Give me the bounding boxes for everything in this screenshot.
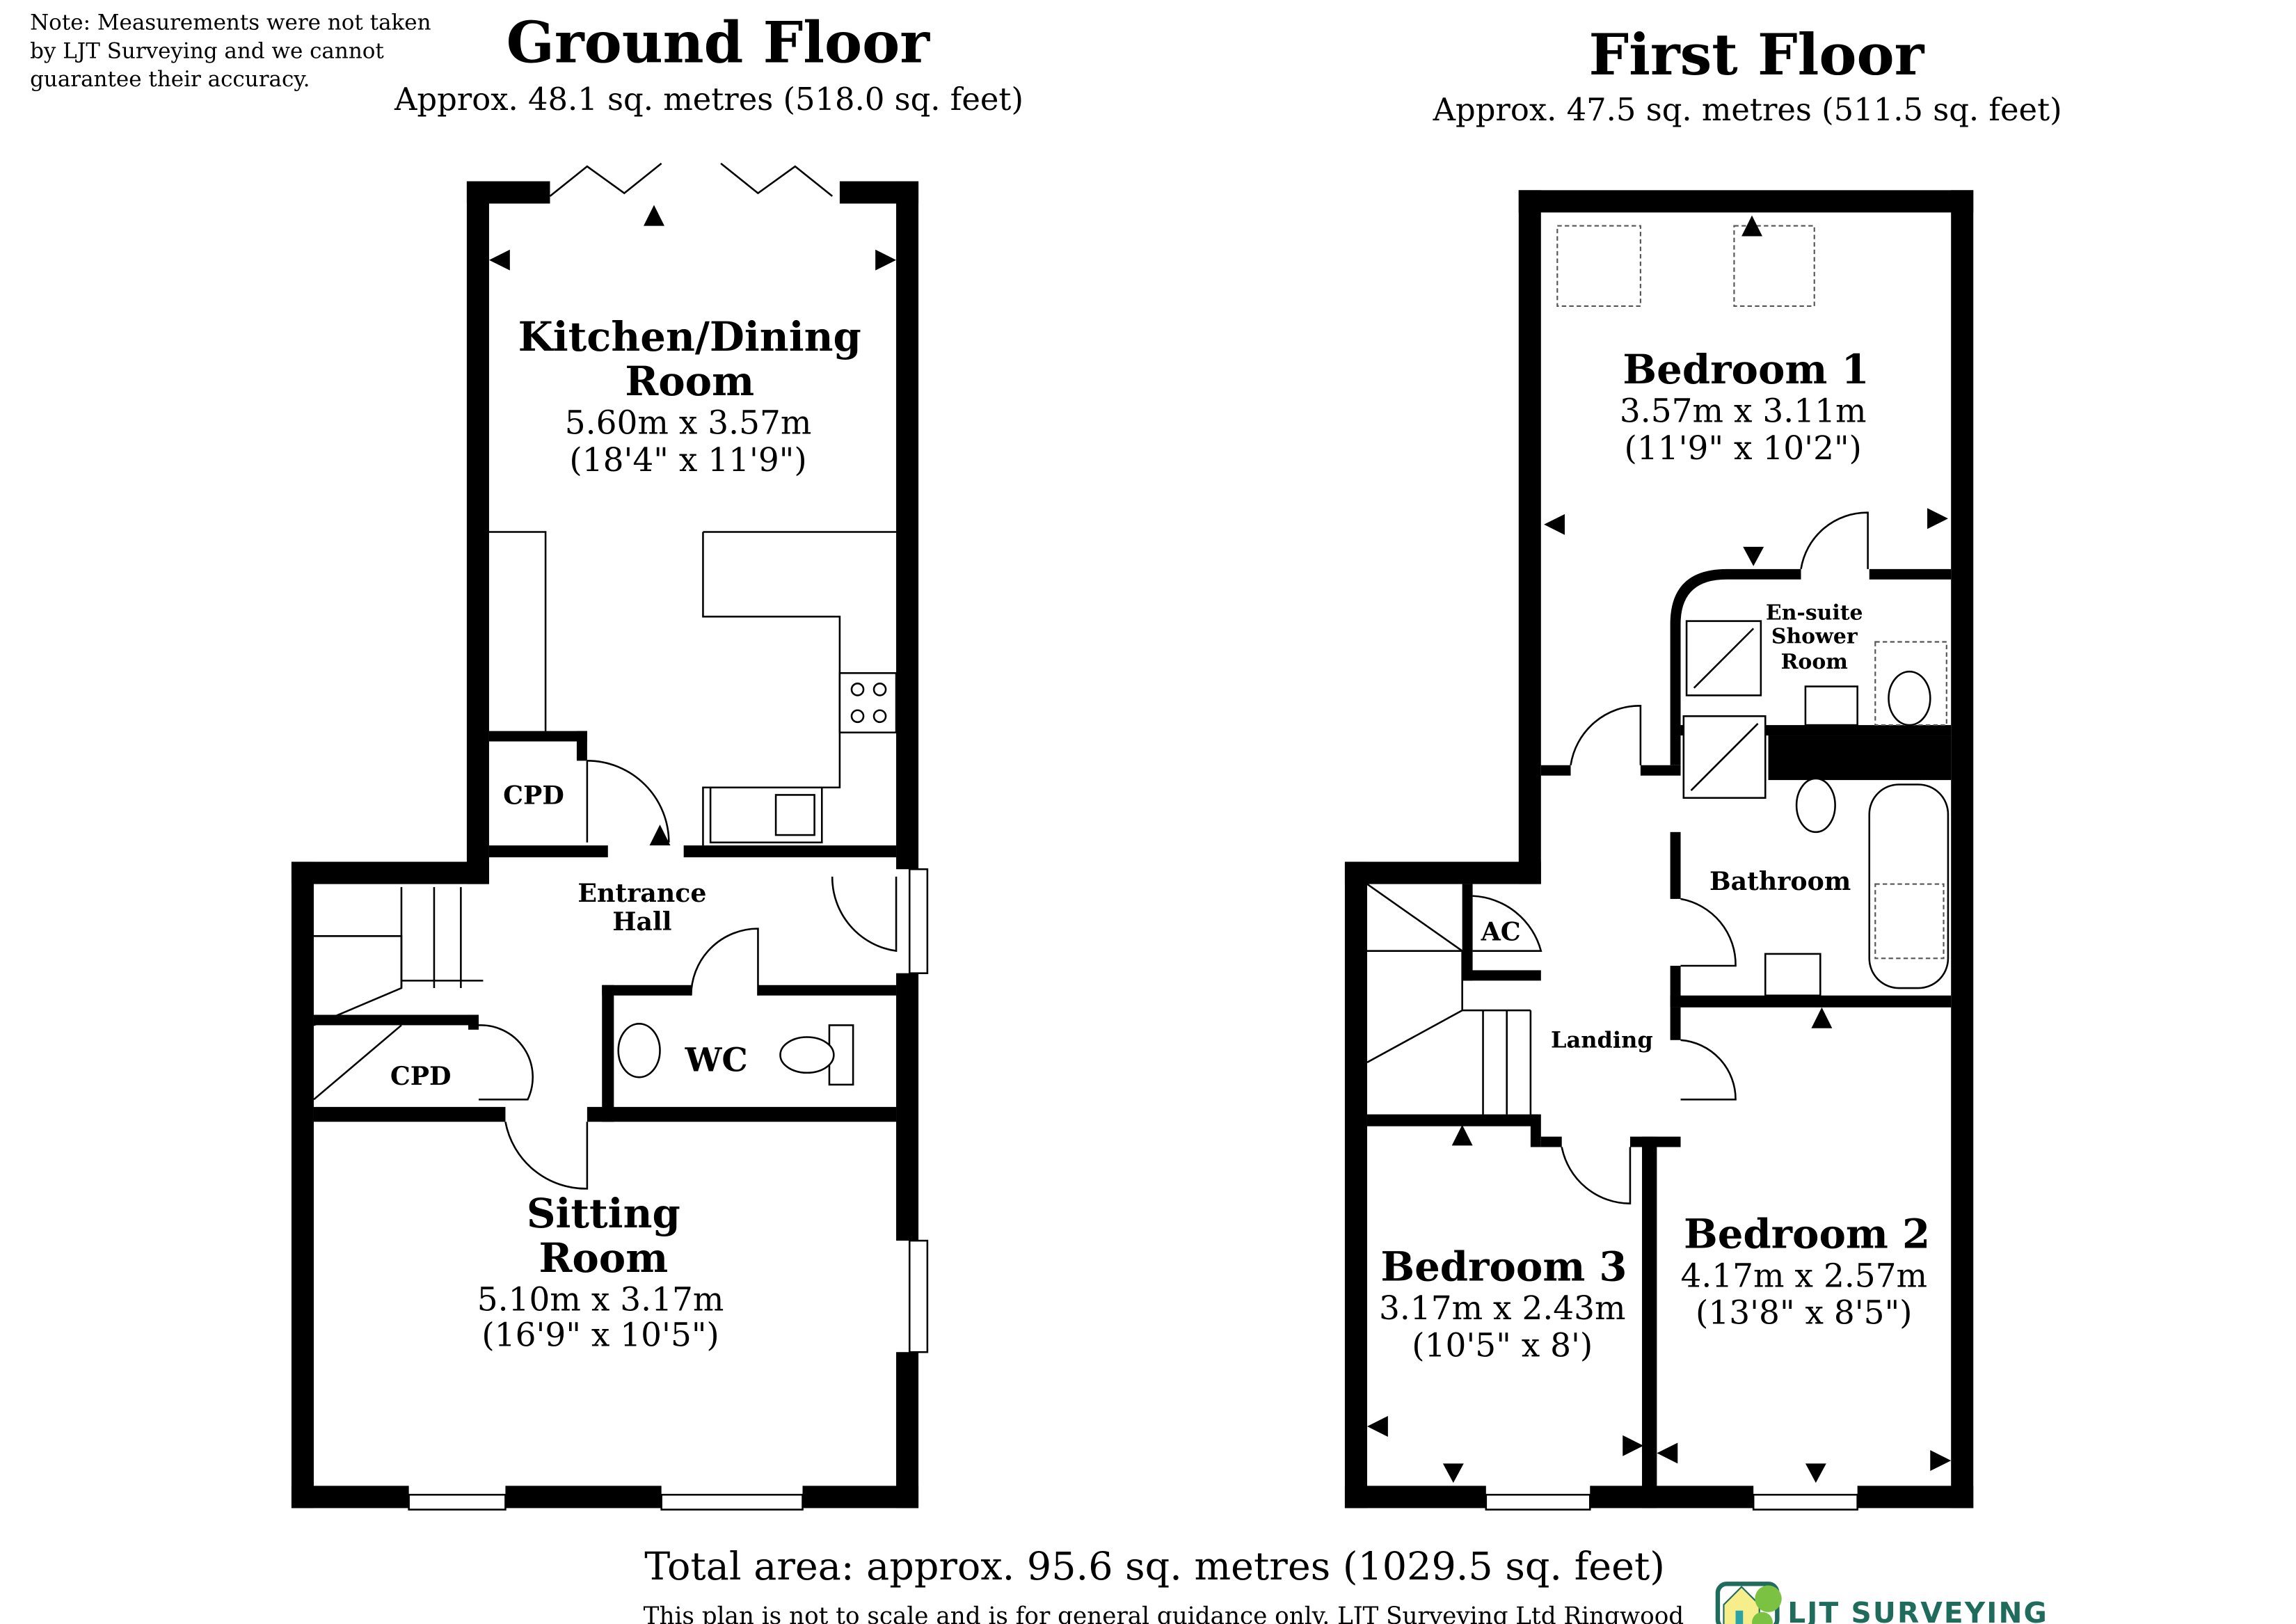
skylight bbox=[1733, 225, 1815, 307]
room-dimensions-metric: 5.60m x 3.57m bbox=[565, 404, 812, 443]
bath-icon bbox=[1868, 783, 1950, 989]
room-name: Entrance bbox=[577, 878, 706, 908]
first-floor-walls bbox=[1344, 190, 1974, 1508]
room-name: Shower bbox=[1771, 625, 1858, 649]
disclaimer: This plan is not to scale and is for gen… bbox=[644, 1602, 1684, 1624]
room-dimensions-imperial: (13'8" x 8'5") bbox=[1696, 1294, 1912, 1332]
disclaimer-note: Note: Measurements were not taken by LJT… bbox=[30, 10, 431, 92]
first-floor-area: Approx. 47.5 sq. metres (511.5 sq. feet) bbox=[1433, 91, 2062, 128]
ground-floor-walls bbox=[291, 181, 919, 1508]
room-dimensions-metric: 5.10m x 3.17m bbox=[477, 1280, 724, 1319]
room-name: WC bbox=[685, 1042, 748, 1080]
ground-floor-area: Approx. 48.1 sq. metres (518.0 sq. feet) bbox=[394, 81, 1023, 118]
ljt-logo: LJT Surveying bbox=[1715, 1582, 2048, 1624]
basin-icon bbox=[1804, 685, 1858, 726]
hob-icon bbox=[838, 672, 898, 734]
total-area: Total area: approx. 95.6 sq. metres (102… bbox=[644, 1544, 1665, 1589]
ground-floor-fixtures bbox=[313, 162, 929, 1511]
room-name: AC bbox=[1481, 917, 1521, 947]
room-name: Room bbox=[625, 358, 754, 405]
room-name: CPD bbox=[503, 780, 564, 810]
first-floor-fixtures bbox=[1366, 215, 1952, 1511]
ground-floor-title: Ground Floor bbox=[507, 10, 931, 77]
logo-text: LJT Surveying bbox=[1787, 1596, 2048, 1624]
room-dimensions-imperial: (18'4" x 11'9") bbox=[569, 441, 806, 479]
room-name: Room bbox=[1781, 650, 1848, 674]
room-dimensions-metric: 4.17m x 2.57m bbox=[1680, 1257, 1927, 1295]
room-name: Bedroom 1 bbox=[1623, 346, 1869, 393]
room-name: Room bbox=[539, 1234, 668, 1282]
bifold-door bbox=[549, 162, 662, 197]
room-name: Kitchen/Dining bbox=[518, 313, 861, 360]
room-dimensions-imperial: (10'5" x 8') bbox=[1412, 1327, 1593, 1365]
room-dimensions-metric: 3.57m x 3.11m bbox=[1620, 392, 1867, 430]
room-name: CPD bbox=[390, 1061, 452, 1091]
room-name: Bedroom 3 bbox=[1380, 1243, 1627, 1291]
note-line: Note: Measurements were not taken bbox=[30, 10, 431, 35]
room-name: Bathroom bbox=[1709, 866, 1851, 896]
first-floor-title: First Floor bbox=[1588, 22, 1924, 88]
bifold-door bbox=[720, 162, 834, 197]
ground-floor-labels: Kitchen/Dining Room 5.60m x 3.57m (18'4"… bbox=[390, 313, 861, 1355]
room-dimensions-imperial: (11'9" x 10'2") bbox=[1625, 429, 1862, 468]
note-line: by LJT Surveying and we cannot bbox=[30, 38, 384, 63]
room-name: Bedroom 2 bbox=[1684, 1211, 1930, 1258]
room-name: Sitting bbox=[527, 1190, 680, 1237]
first-floor-labels: Bedroom 1 3.57m x 3.11m (11'9" x 10'2") … bbox=[1379, 346, 1930, 1365]
room-name: Landing bbox=[1551, 1026, 1653, 1053]
note-line: guarantee their accuracy. bbox=[30, 67, 310, 92]
room-dimensions-imperial: (16'9" x 10'5") bbox=[481, 1316, 719, 1355]
room-name: Hall bbox=[612, 907, 671, 937]
room-name: En-suite bbox=[1766, 600, 1863, 625]
skylight bbox=[1556, 225, 1641, 307]
room-dimensions-metric: 3.17m x 2.43m bbox=[1379, 1289, 1626, 1328]
